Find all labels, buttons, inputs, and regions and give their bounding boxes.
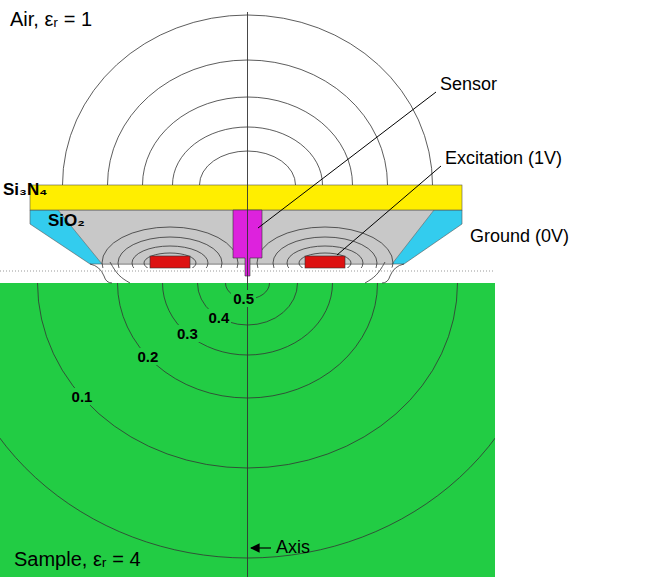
layer-label: Si₃N₄ bbox=[3, 180, 47, 199]
contour-value-box: 0.4 bbox=[206, 309, 231, 326]
part-label: Ground (0V) bbox=[470, 226, 569, 246]
medium-label-box: Sample, εᵣ = 4 bbox=[14, 548, 141, 571]
leader-line bbox=[337, 166, 441, 255]
contour-value: 0.5 bbox=[231, 290, 256, 307]
medium-label: Sample, εᵣ = 4 bbox=[14, 548, 141, 570]
layer-label-box: Si₃N₄ bbox=[3, 180, 47, 200]
excitation-electrode bbox=[150, 256, 190, 268]
layer-label-box: SiO₂ bbox=[48, 211, 85, 231]
equipotential-line bbox=[299, 253, 351, 273]
equipotential-line bbox=[132, 246, 208, 280]
contour-value-box: 0.3 bbox=[175, 325, 200, 342]
equipotential-line bbox=[110, 262, 130, 283]
part-label-box: Sensor bbox=[440, 74, 497, 95]
axis-arrow bbox=[251, 547, 271, 548]
part-label: Sensor bbox=[440, 74, 497, 94]
medium-label-box: Air, εᵣ = 1 bbox=[10, 8, 92, 31]
contour-value-box: 0.2 bbox=[135, 348, 160, 365]
contour-value: 0.4 bbox=[206, 309, 231, 326]
axis-label: Axis bbox=[276, 537, 310, 557]
nitride-layer bbox=[30, 185, 462, 210]
contour-value: 0.1 bbox=[70, 388, 95, 405]
contour-value-box: 0.1 bbox=[70, 388, 95, 405]
equipotential-line bbox=[144, 253, 196, 273]
layer-label: SiO₂ bbox=[48, 211, 85, 230]
part-label: Excitation (1V) bbox=[445, 148, 562, 168]
equipotential-line bbox=[365, 262, 385, 283]
equipotential-line bbox=[273, 237, 377, 289]
contour-value: 0.2 bbox=[135, 348, 160, 365]
contour-value-box: 0.5 bbox=[231, 290, 256, 307]
equipotential-line bbox=[287, 246, 363, 280]
equipotential-line bbox=[257, 227, 393, 299]
axis-label-box: Axis bbox=[276, 537, 310, 558]
excitation-electrode bbox=[305, 256, 345, 268]
contour-value: 0.3 bbox=[175, 325, 200, 342]
part-label-box: Ground (0V) bbox=[470, 226, 569, 247]
medium-label: Air, εᵣ = 1 bbox=[10, 8, 92, 30]
leader-line bbox=[258, 92, 436, 228]
equipotential-line bbox=[118, 237, 222, 289]
equipotential-line bbox=[102, 227, 238, 299]
part-label-box: Excitation (1V) bbox=[445, 148, 562, 169]
